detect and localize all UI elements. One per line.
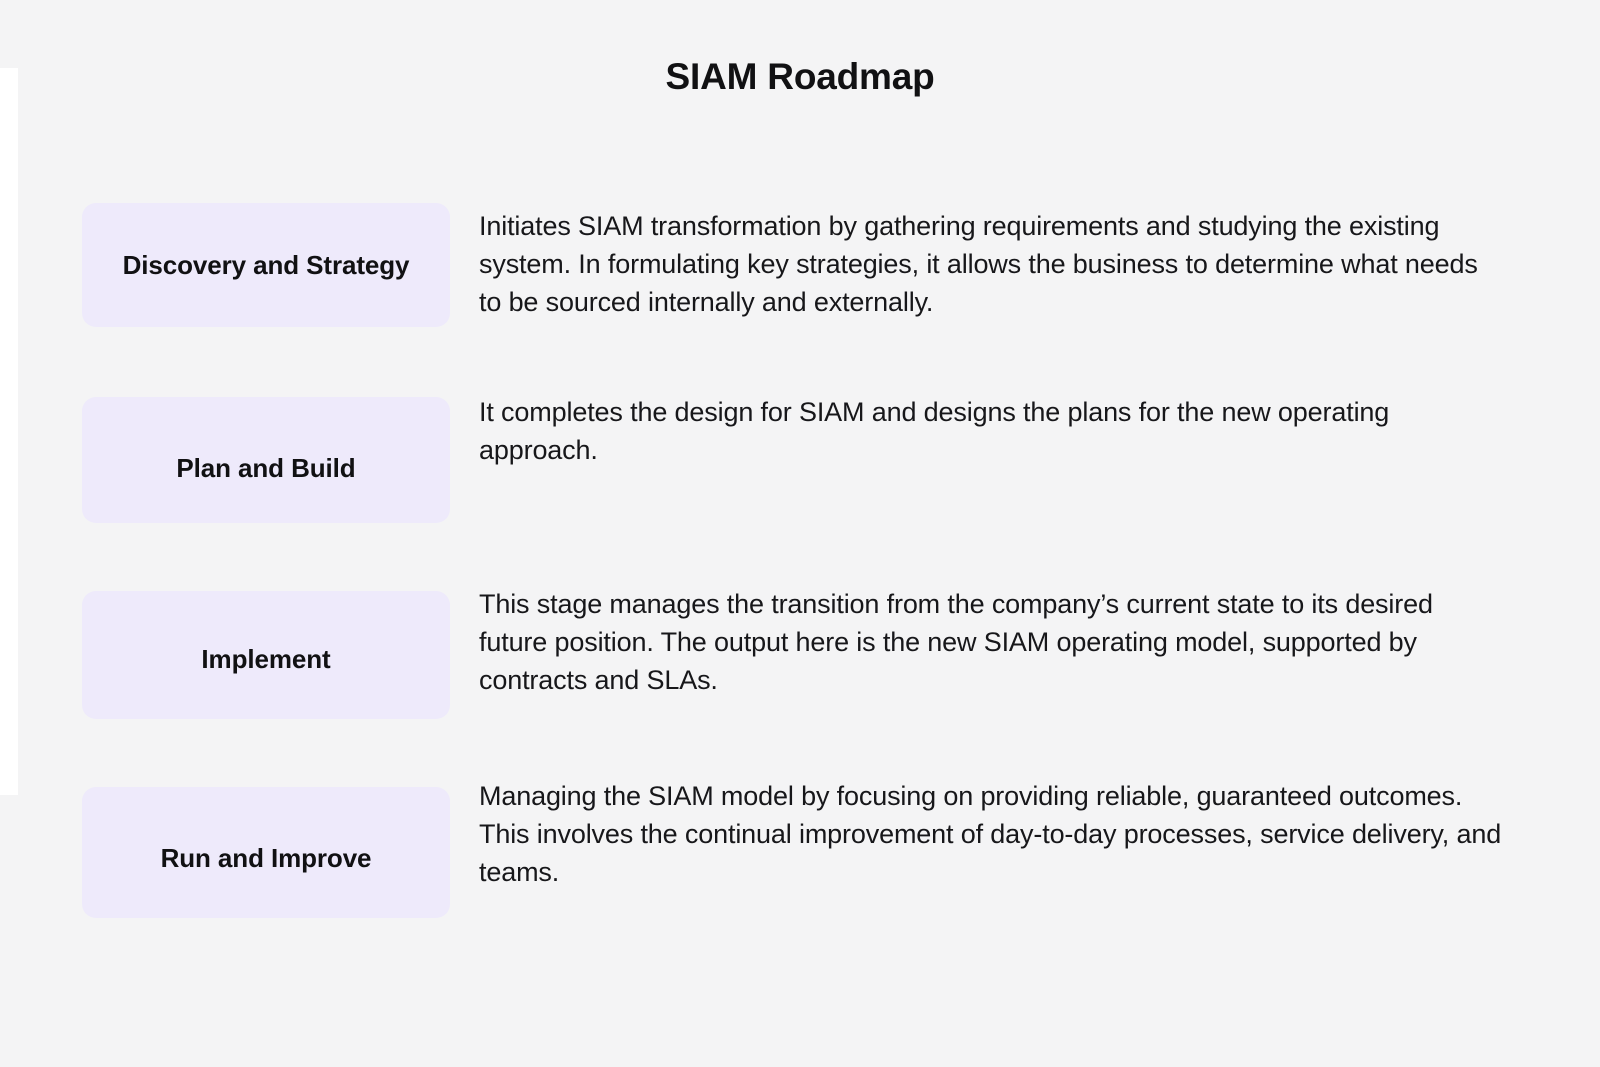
left-edge-strip xyxy=(0,68,18,795)
page-title: SIAM Roadmap xyxy=(665,56,935,97)
roadmap-row: Run and Improve Managing the SIAM model … xyxy=(82,781,1532,918)
stage-box-plan-and-build[interactable]: Plan and Build xyxy=(82,397,450,523)
stage-box-discovery-and-strategy[interactable]: Discovery and Strategy xyxy=(82,203,450,327)
roadmap-row: Implement This stage manages the transit… xyxy=(82,589,1532,719)
stage-description: This stage manages the transition from t… xyxy=(479,589,1433,695)
stage-label: Run and Improve xyxy=(160,843,372,874)
stage-box-run-and-improve[interactable]: Run and Improve xyxy=(82,787,450,918)
stage-label: Discovery and Strategy xyxy=(122,249,410,280)
stage-description: It completes the design for SIAM and des… xyxy=(479,397,1390,465)
roadmap-row: Discovery and Strategy Initiates SIAM tr… xyxy=(82,203,1532,327)
stage-box-implement[interactable]: Implement xyxy=(82,591,450,719)
stage-label: Plan and Build xyxy=(176,452,356,483)
stage-description: Initiates SIAM transformation by gatheri… xyxy=(479,211,1478,317)
stage-description: Managing the SIAM model by focusing on p… xyxy=(479,781,1502,887)
roadmap-row: Plan and Build It completes the design f… xyxy=(82,397,1532,523)
stage-label: Implement xyxy=(201,643,331,674)
